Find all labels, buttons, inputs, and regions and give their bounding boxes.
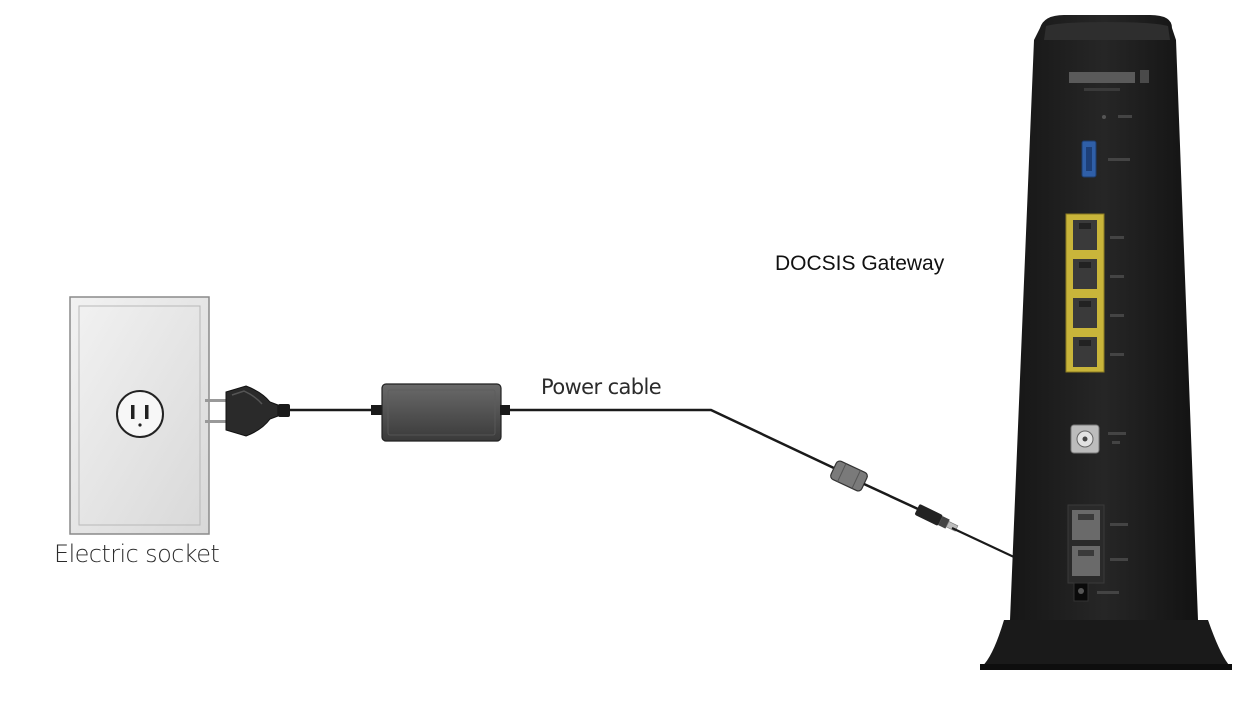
docsis-gateway-label: DOCSIS Gateway — [775, 252, 945, 275]
gateway-base — [980, 620, 1232, 668]
ferrite-core-icon — [830, 460, 868, 492]
wall-plate-inner — [78, 305, 201, 526]
gateway-brand-logo — [1069, 70, 1149, 91]
lan-ports — [1065, 213, 1124, 373]
gateway-base-highlight — [980, 664, 1232, 670]
adapter-strain-relief-left — [371, 405, 383, 415]
power-adapter-icon — [381, 383, 502, 442]
adapter-strain-relief-right — [500, 405, 510, 415]
reset-label — [1118, 115, 1132, 118]
power-cable-label: Power cable — [541, 375, 662, 399]
docsis-gateway — [980, 15, 1232, 670]
power-cable-segment-dc-2 — [863, 482, 919, 511]
power-outlet-icon — [116, 390, 164, 438]
reset-button — [1102, 115, 1106, 119]
gateway-top-rim — [1044, 22, 1170, 40]
phone-ports — [1067, 504, 1128, 584]
power-plug-icon — [205, 385, 290, 437]
usb-port-label — [1108, 158, 1130, 161]
coax-connector — [1070, 424, 1126, 454]
electric-socket-label: Electric socket — [54, 540, 220, 568]
power-cable-segment-dc — [508, 408, 837, 471]
dc-power-jack — [1073, 582, 1119, 602]
electric-socket — [69, 296, 210, 535]
